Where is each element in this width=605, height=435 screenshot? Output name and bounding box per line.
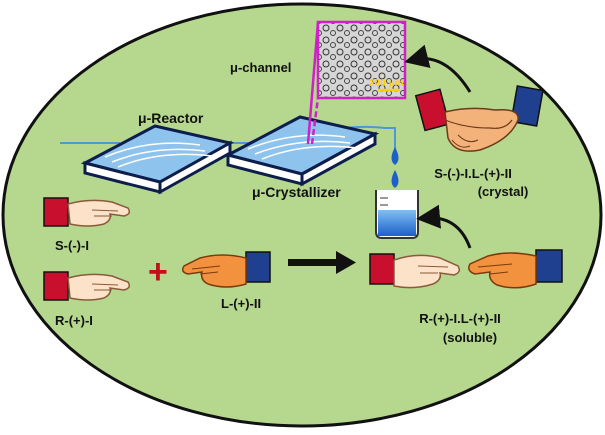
plus-sign: +: [148, 253, 168, 291]
droplet-icon: [391, 147, 399, 165]
l-plus-ii-label: L-(+)-II: [221, 296, 261, 311]
hand-icon: [181, 251, 271, 288]
soluble-complex-label: R-(+)-I.L-(+)-II: [419, 311, 501, 326]
soluble-state-label: (soluble): [443, 330, 497, 345]
zoom-line-right: [310, 97, 320, 145]
curved-arrow-icon: [404, 44, 472, 93]
beaker-icon: [375, 190, 419, 239]
droplet-icon: [391, 170, 399, 188]
hand-icon: [43, 197, 131, 227]
right-arrow-icon: [288, 251, 356, 274]
background-oval: [1, 2, 603, 428]
micro-reactor-label: μ-Reactor: [138, 110, 204, 126]
crystal-state-label: (crystal): [478, 184, 529, 199]
microscope-image-icon: 200 μm: [316, 20, 407, 100]
scale-bar-label: 200 μm: [369, 78, 404, 89]
s-minus-i-label: S-(-)-I: [55, 238, 89, 253]
curved-arrow-icon: [416, 204, 472, 249]
r-plus-i-label: R-(+)-I: [55, 313, 93, 328]
handshake-icon: [369, 249, 563, 289]
micro-crystallizer-icon: [223, 115, 380, 187]
micro-channel-label: μ-channel: [230, 60, 291, 75]
micro-crystallizer-label: μ-Crystallizer: [252, 184, 341, 200]
micro-reactor-icon: [80, 124, 235, 195]
handshake-icon: [414, 85, 544, 152]
hand-icon: [43, 271, 131, 301]
zoom-line-left: [306, 21, 320, 145]
crystal-complex-label: S-(-)-I.L-(+)-II: [434, 166, 512, 181]
